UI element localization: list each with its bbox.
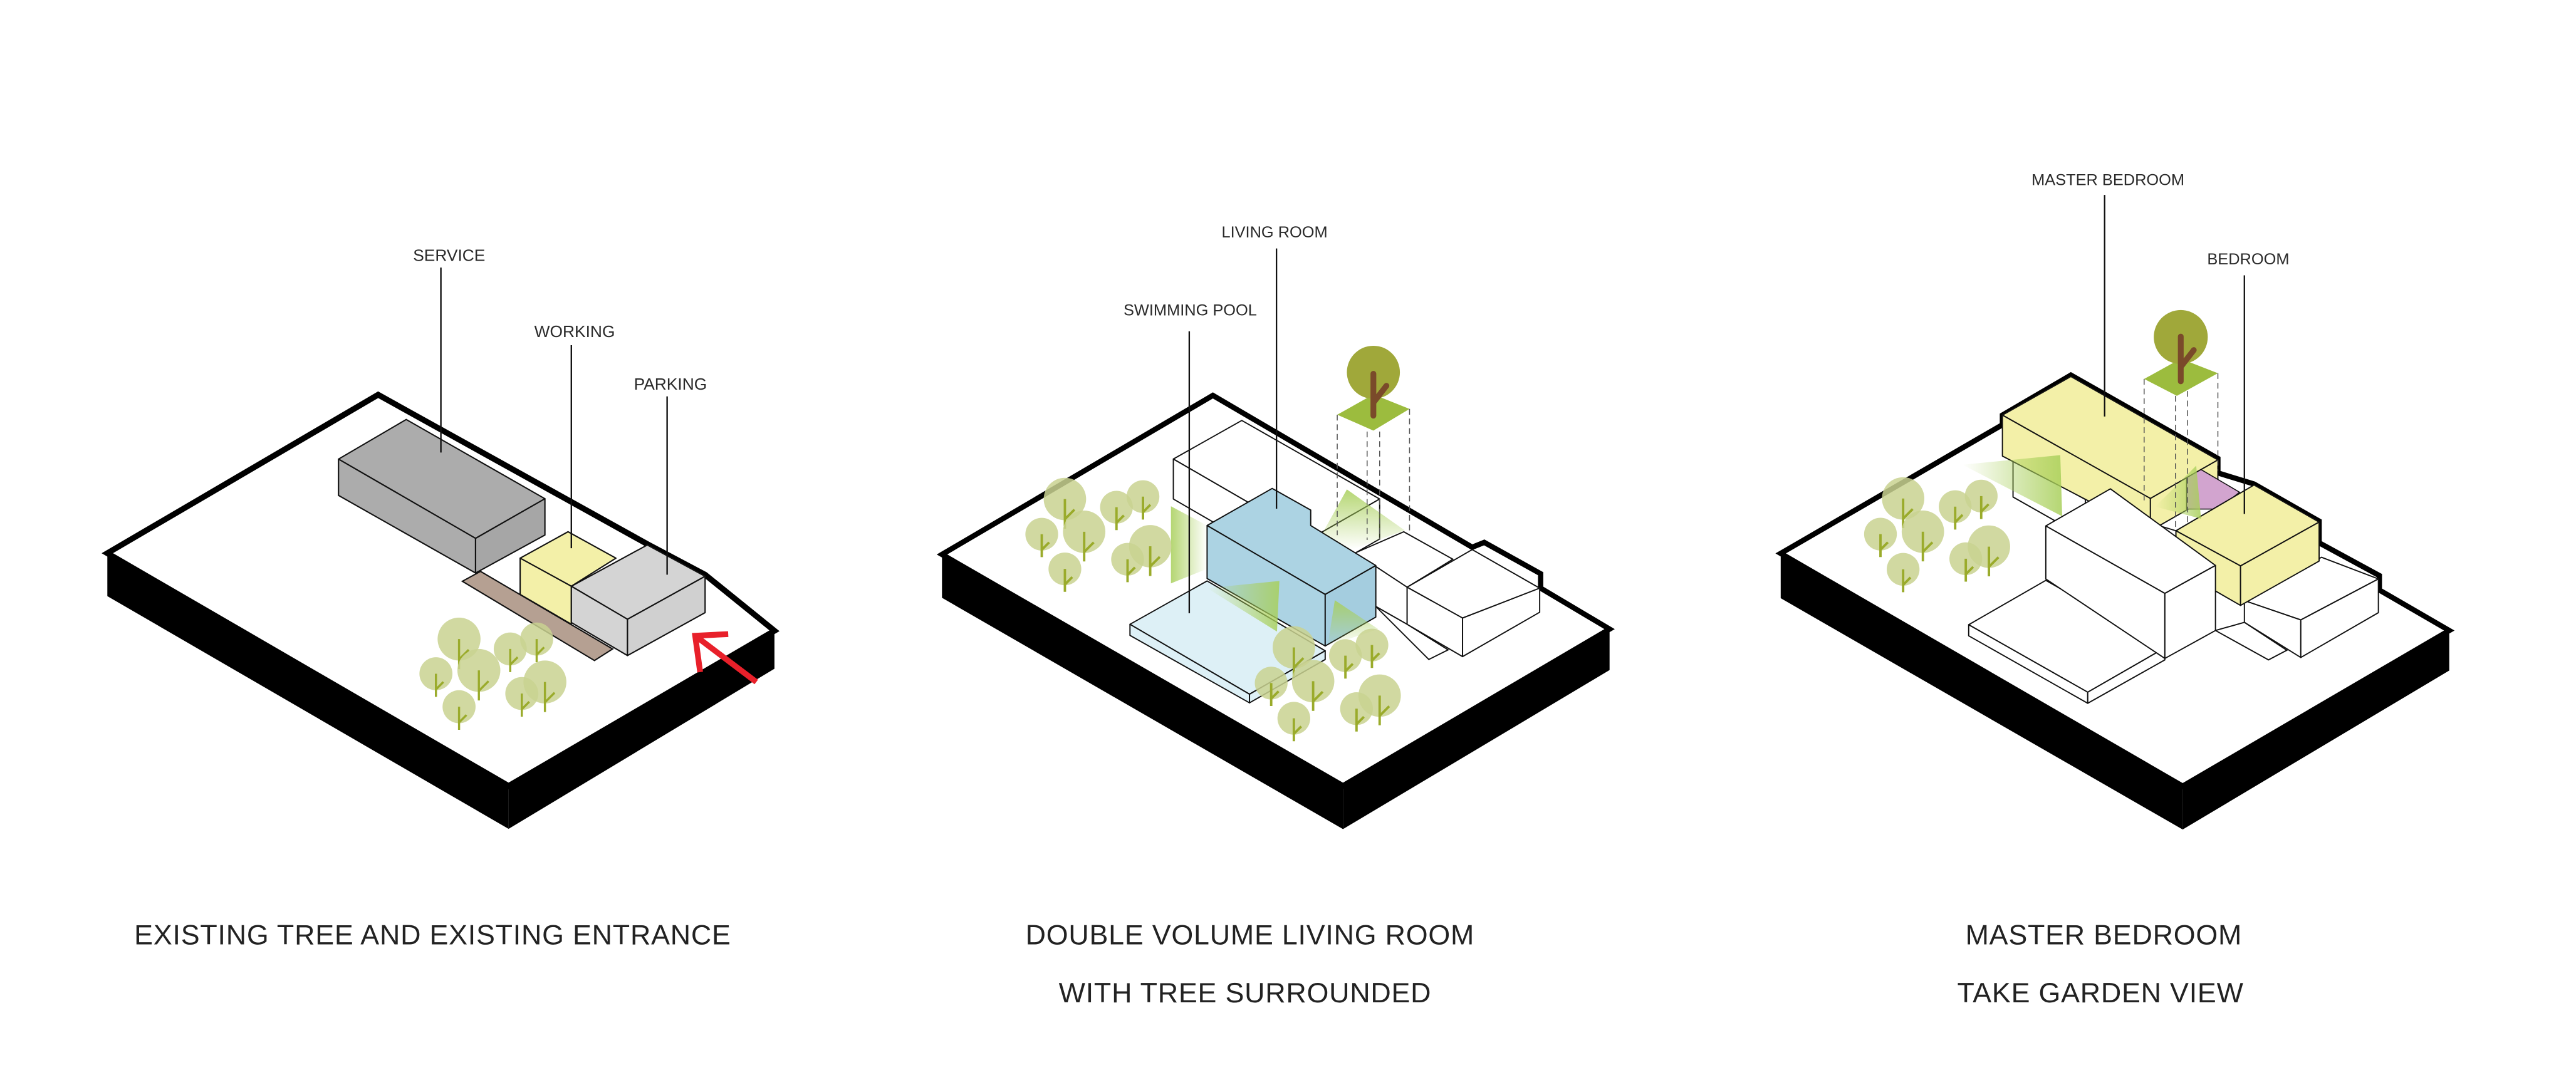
tree-icon bbox=[1949, 542, 1983, 582]
caption-line-2: TAKE GARDEN VIEW bbox=[1957, 977, 2243, 1009]
tree-icon bbox=[1048, 552, 1082, 592]
view-cones bbox=[1962, 455, 2201, 519]
panel-bedroom: MASTER BEDROOM BEDROOM MASTER BEDROOM TA… bbox=[1775, 172, 2455, 1009]
site-base-right bbox=[508, 630, 774, 829]
working-block bbox=[1351, 531, 1454, 625]
tree-icon bbox=[1291, 660, 1335, 711]
panel-living: LIVING ROOM SWIMMING POOL DOUBLE VOLUME … bbox=[936, 224, 1615, 1009]
tree-icon bbox=[419, 657, 453, 697]
caption-line-1: MASTER BEDROOM bbox=[1966, 920, 2243, 951]
existing-trees bbox=[1025, 477, 1401, 742]
tree-icon bbox=[1025, 517, 1058, 558]
pool-block bbox=[1968, 579, 2166, 704]
label-master-bedroom: MASTER BEDROOM bbox=[2031, 172, 2184, 189]
entrance-arrow-icon bbox=[692, 631, 758, 685]
entrance-path bbox=[2214, 621, 2288, 661]
caption-line-1: DOUBLE VOLUME LIVING ROOM bbox=[1026, 920, 1474, 951]
tree-icon bbox=[520, 622, 553, 663]
tree-icon bbox=[1100, 491, 1133, 531]
label-parking: PARKING bbox=[634, 375, 707, 393]
tree-icon bbox=[1901, 510, 1944, 562]
leader-lines bbox=[440, 267, 668, 575]
label-living-room: LIVING ROOM bbox=[1221, 224, 1327, 241]
tree-icon bbox=[493, 632, 527, 672]
leader-lines bbox=[2104, 195, 2245, 514]
parking-block bbox=[1406, 549, 1541, 658]
existing-trees bbox=[419, 617, 566, 730]
caption-line-2: WITH TREE SURROUNDED bbox=[1059, 977, 1432, 1009]
tree-icon bbox=[1887, 553, 1920, 593]
tree-icon bbox=[1328, 639, 1362, 679]
site-platform bbox=[102, 391, 780, 789]
living-room-block bbox=[2045, 488, 2216, 660]
site-base-right bbox=[1343, 629, 1610, 829]
panel-existing: SERVICE WORKING PARKING EXISTING TREE AN… bbox=[102, 246, 780, 951]
tree-icon bbox=[505, 677, 539, 717]
feature-tree-icon bbox=[1337, 345, 1410, 431]
tree-icon bbox=[1111, 543, 1144, 583]
label-bedroom: BEDROOM bbox=[2207, 251, 2289, 268]
label-swimming-pool: SWIMMING POOL bbox=[1124, 302, 1257, 319]
parking-block bbox=[570, 544, 706, 657]
site-base-right bbox=[2182, 630, 2449, 830]
working-block bbox=[519, 531, 617, 625]
tree-icon bbox=[1864, 517, 1897, 558]
view-cones bbox=[1171, 489, 1405, 646]
site-base-left bbox=[942, 554, 1343, 829]
caption-line-1: EXISTING TREE AND EXISTING ENTRANCE bbox=[134, 920, 731, 951]
existing-trees bbox=[1864, 477, 2010, 593]
tree-icon bbox=[1063, 511, 1106, 562]
tree-icon bbox=[1272, 626, 1315, 677]
tree-icon bbox=[1254, 667, 1288, 707]
tree-icon bbox=[1882, 477, 1925, 529]
site-base-left bbox=[107, 553, 509, 829]
leader-lines bbox=[1188, 248, 1278, 613]
site-base-left bbox=[1780, 553, 2183, 830]
tree-icon bbox=[442, 690, 476, 730]
entrance-path bbox=[1375, 606, 1449, 660]
tree-icon bbox=[457, 648, 501, 701]
tree-icon bbox=[1340, 692, 1373, 732]
projection-lines bbox=[2144, 373, 2219, 529]
service-block bbox=[338, 418, 546, 574]
tree-icon bbox=[1126, 480, 1160, 520]
label-service: SERVICE bbox=[413, 246, 485, 265]
tree-icon bbox=[1277, 702, 1310, 742]
feature-tree-icon bbox=[2144, 309, 2218, 396]
projection-lines bbox=[1337, 408, 1411, 540]
label-working: WORKING bbox=[534, 322, 615, 341]
tree-icon bbox=[1355, 628, 1389, 668]
tree-icon bbox=[1964, 479, 1998, 519]
tree-icon bbox=[1939, 490, 1972, 530]
